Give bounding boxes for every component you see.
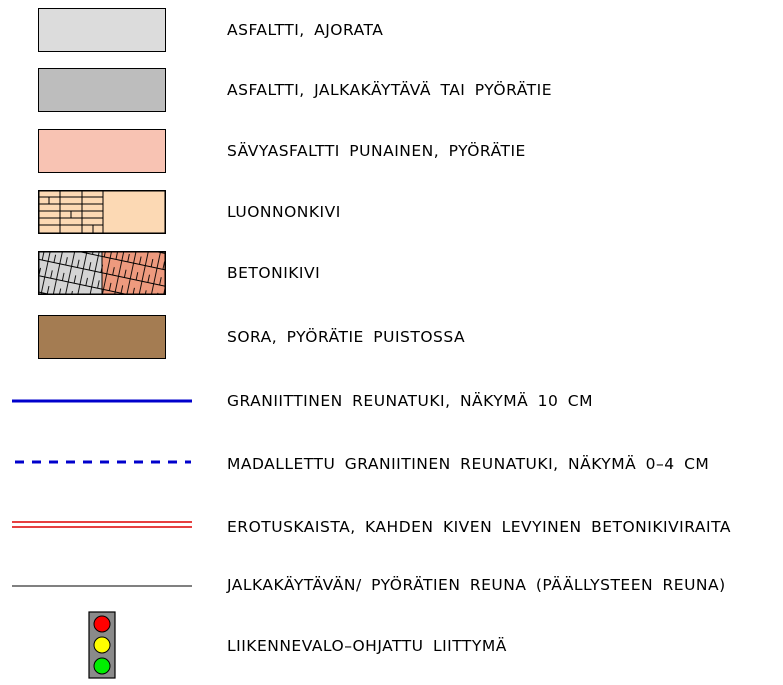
asphalt-roadway-swatch <box>38 8 166 52</box>
traffic-light-icon <box>88 611 116 679</box>
lowered-curb-line <box>15 460 191 464</box>
legend-label: BETONIKIVI <box>227 264 321 282</box>
legend-label: MADALLETTU GRANIITINEN REUNATUKI, NÄKYMÄ… <box>227 455 710 473</box>
gravel-swatch <box>38 315 166 359</box>
legend-row-granite-curb: GRANIITTINEN REUNATUKI, NÄKYMÄ 10 CM <box>0 378 783 430</box>
asphalt-walkway-swatch <box>38 68 166 112</box>
legend-label: GRANIITTINEN REUNATUKI, NÄKYMÄ 10 CM <box>227 392 593 410</box>
natural-stone-swatch <box>38 190 166 234</box>
granite-curb-line <box>12 399 192 403</box>
legend-label: SORA, PYÖRÄTIE PUISTOSSA <box>227 328 466 346</box>
legend-label: ASFALTTI, AJORATA <box>227 21 384 39</box>
legend-row-red-asphalt: SÄVYASFALTTI PUNAINEN, PYÖRÄTIE <box>0 125 783 177</box>
legend-label: JALKAKÄYTÄVÄN/ PYÖRÄTIEN REUNA (PÄÄLLYST… <box>227 576 726 594</box>
legend-row-gravel: SORA, PYÖRÄTIE PUISTOSSA <box>0 311 783 363</box>
legend-label: LUONNONKIVI <box>227 203 341 221</box>
legend-row-concrete-stone: BETONIKIVI <box>0 247 783 299</box>
legend-label: ASFALTTI, JALKAKÄYTÄVÄ TAI PYÖRÄTIE <box>227 81 553 99</box>
legend-row-separator-strip: EROTUSKAISTA, KAHDEN KIVEN LEVYINEN BETO… <box>0 504 783 556</box>
pavement-edge-line <box>12 585 192 587</box>
legend-row-traffic-light: LIIKENNEVALO–OHJATTU LIITTYMÄ <box>0 611 783 681</box>
legend-label: EROTUSKAISTA, KAHDEN KIVEN LEVYINEN BETO… <box>227 518 731 536</box>
legend-label: LIIKENNEVALO–OHJATTU LIITTYMÄ <box>227 637 507 655</box>
red-asphalt-swatch <box>38 129 166 173</box>
legend-row-pavement-edge: JALKAKÄYTÄVÄN/ PYÖRÄTIEN REUNA (PÄÄLLYST… <box>0 567 783 619</box>
legend-row-lowered-curb: MADALLETTU GRANIITINEN REUNATUKI, NÄKYMÄ… <box>0 441 783 493</box>
legend-row-asphalt-walkway: ASFALTTI, JALKAKÄYTÄVÄ TAI PYÖRÄTIE <box>0 64 783 116</box>
legend-row-asphalt-roadway: ASFALTTI, AJORATA <box>0 4 783 56</box>
separator-strip-line <box>12 521 192 528</box>
legend-label: SÄVYASFALTTI PUNAINEN, PYÖRÄTIE <box>227 142 526 160</box>
legend-row-natural-stone: LUONNONKIVI <box>0 186 783 238</box>
concrete-stone-swatch <box>38 251 166 295</box>
